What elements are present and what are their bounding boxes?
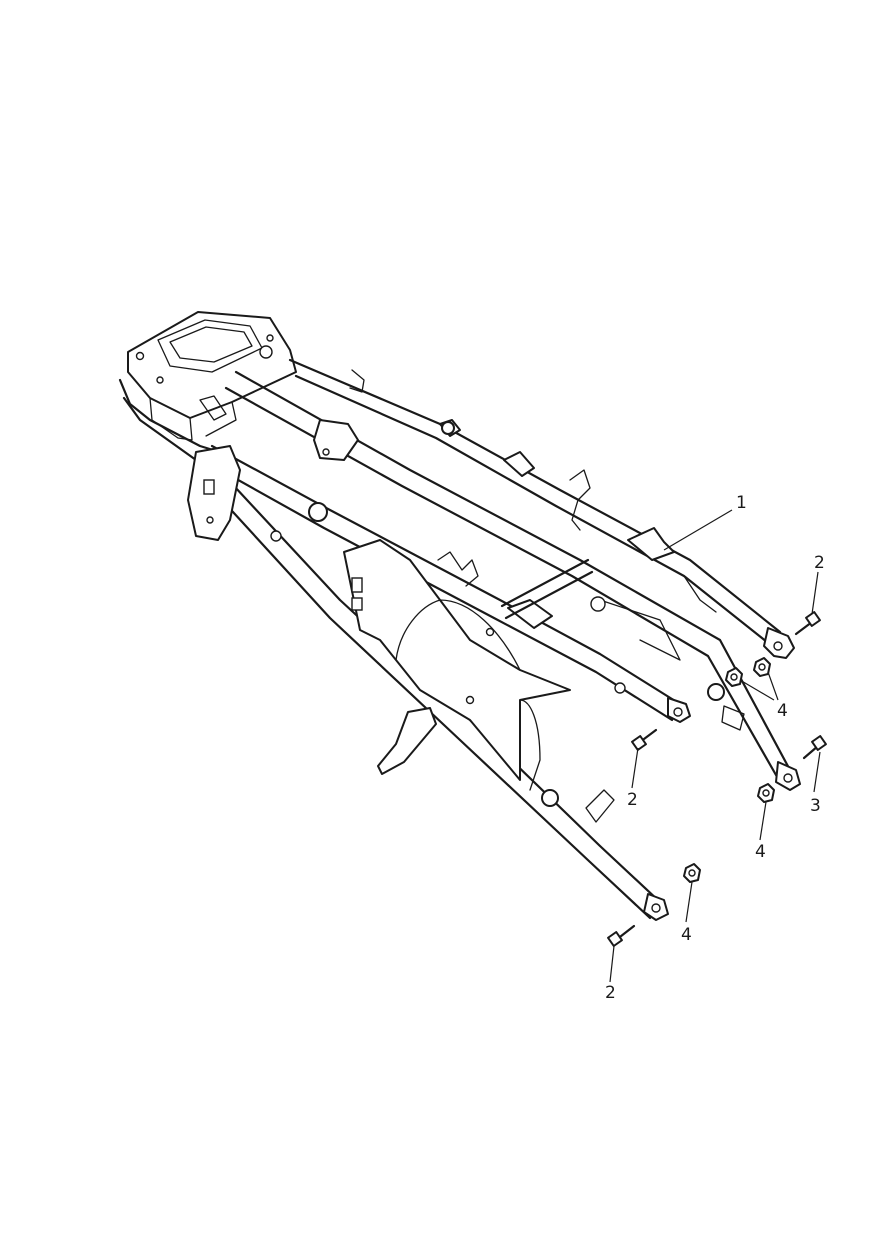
callout-2-bottom: 2 (605, 983, 616, 1003)
front-crossmember (118, 311, 297, 462)
nut-icon (683, 863, 701, 883)
right-upper-rail (288, 358, 795, 659)
top-mount-bracket (313, 419, 359, 461)
cross-bar (437, 469, 606, 620)
callout-2-middle: 2 (627, 790, 638, 810)
boss (308, 502, 328, 522)
side-plate (343, 539, 571, 781)
callout-1: 1 (736, 493, 747, 513)
left-rail (204, 444, 691, 723)
bolt-icon (794, 611, 821, 636)
rear-arch-plate (519, 599, 681, 791)
bolt-icon (802, 735, 827, 760)
lower-hanger-bracket (377, 707, 437, 775)
nut-icon (753, 657, 771, 677)
rear-subframe (118, 311, 801, 921)
nut-icon (725, 667, 743, 687)
callout-4-bottom: 4 (681, 925, 692, 945)
nut-icon (757, 783, 775, 803)
callout-3: 3 (810, 796, 821, 816)
callout-4-right: 4 (777, 701, 788, 721)
front-left-gusset (187, 445, 241, 541)
boss-rear (441, 421, 455, 435)
bolt-icon (631, 728, 658, 751)
callout-4-middle: 4 (755, 842, 766, 862)
callout-2-top: 2 (814, 553, 825, 573)
bolt-icon (607, 924, 636, 947)
leader-lines (609, 509, 821, 983)
